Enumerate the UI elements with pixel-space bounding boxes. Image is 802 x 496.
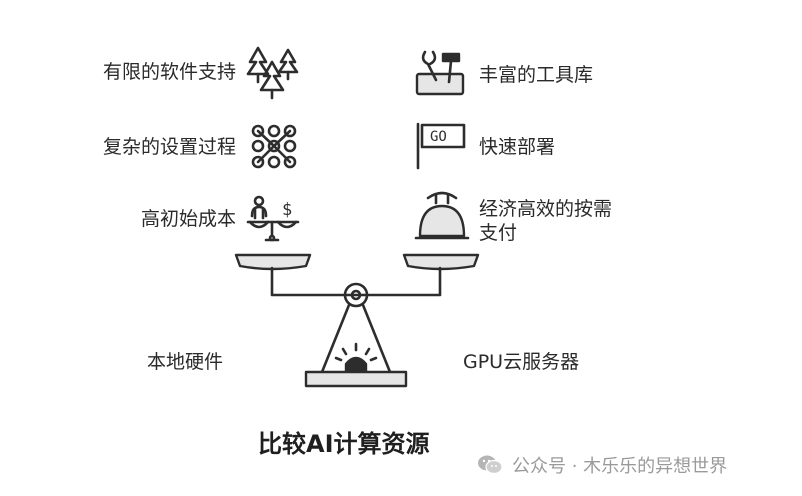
service-bell-icon: [414, 191, 470, 240]
right-caption-gpu-cloud: GPU云服务器: [463, 351, 580, 373]
svg-text:$: $: [282, 200, 292, 220]
diagram-title: 比较AI计算资源: [258, 430, 430, 458]
balance-scale: [234, 253, 480, 388]
watermark: 公众号 · 木乐乐的异想世界: [476, 452, 727, 478]
person-money-scale-icon: $: [246, 195, 300, 242]
go-flag-text: GO: [430, 129, 447, 145]
network-nodes-icon: [251, 124, 297, 169]
left-item-limited-software: 有限的软件支持: [102, 61, 236, 83]
pine-trees-icon: [246, 46, 299, 100]
go-flag-icon: GO: [416, 122, 466, 170]
right-item-pay-as-you-go: 经济高效的按需支付: [479, 198, 613, 244]
wechat-icon: [478, 455, 503, 475]
left-item-complex-setup: 复杂的设置过程: [102, 136, 236, 158]
left-item-high-cost: 高初始成本: [140, 208, 236, 230]
right-item-rich-tools: 丰富的工具库: [479, 64, 594, 86]
tools-box-icon: [415, 50, 465, 96]
right-item-fast-deploy: 快速部署: [479, 136, 556, 158]
watermark-text: 公众号 · 木乐乐的异想世界: [512, 456, 728, 477]
left-caption-local-hardware: 本地硬件: [147, 351, 224, 373]
